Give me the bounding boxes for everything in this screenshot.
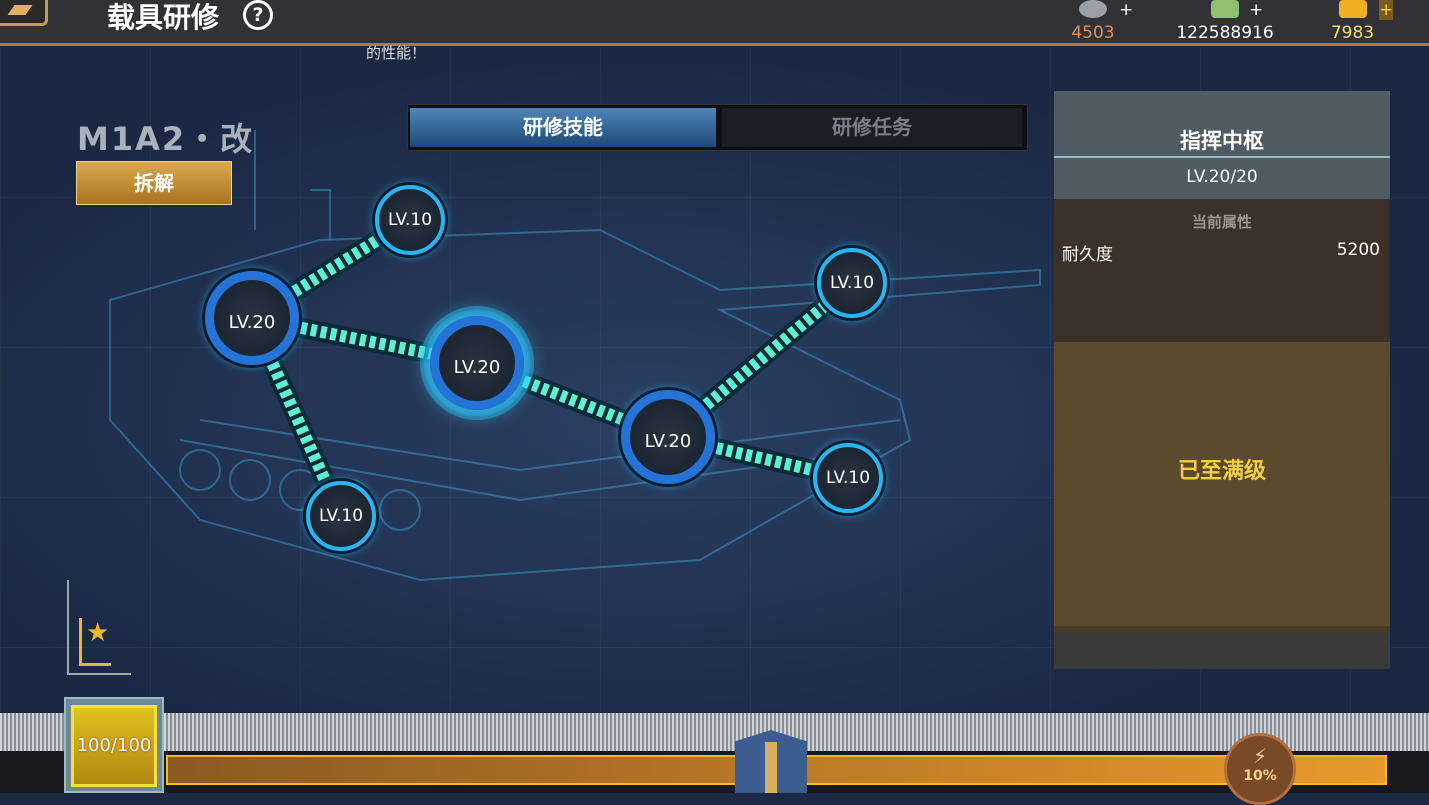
tab-training-tasks[interactable]: 研修任务 xyxy=(722,108,1022,147)
add-cash-button[interactable]: + xyxy=(1249,0,1264,20)
skill-level: LV.20/20 xyxy=(1186,167,1258,187)
skill-node[interactable]: LV.10 xyxy=(813,443,883,513)
gold-icon xyxy=(1338,0,1367,18)
cash-value: 122588916 xyxy=(1176,23,1274,43)
ticker-text: 的性能！ xyxy=(366,44,427,62)
lightning-icon: ⚡ xyxy=(1252,744,1268,768)
back-button[interactable] xyxy=(0,0,48,26)
tab-bar: 研修技能 研修任务 xyxy=(407,104,1028,151)
track-rail xyxy=(0,713,1429,751)
star-icon: ★ xyxy=(79,618,111,666)
top-bar: 载具研修 ? 4503 + 122588916 + 7983 + xyxy=(0,0,1429,46)
attributes-title: 当前属性 xyxy=(1191,213,1252,231)
skill-node[interactable]: LV.10 xyxy=(817,248,887,318)
vehicle-name: M1A2・改 xyxy=(77,120,255,158)
boost-badge[interactable]: ⚡10% xyxy=(1224,733,1296,805)
page-title: 载具研修 xyxy=(107,1,220,34)
skill-node-selected[interactable]: LV.20 xyxy=(430,316,524,410)
resource-silver: 4503 xyxy=(1068,0,1118,43)
skill-name: 指挥中枢 xyxy=(1054,91,1390,158)
skill-node[interactable]: LV.20 xyxy=(621,390,715,484)
dismantle-button[interactable]: 拆解 xyxy=(76,161,232,205)
skill-node[interactable]: LV.10 xyxy=(306,481,376,551)
silver-value: 4503 xyxy=(1071,23,1115,43)
add-silver-button[interactable]: + xyxy=(1119,0,1134,20)
resource-cash: 122588916 xyxy=(1170,0,1280,43)
gold-value: 7983 xyxy=(1330,23,1375,43)
add-gold-button[interactable]: + xyxy=(1379,0,1394,20)
skill-detail-panel: 指挥中枢 LV.20/20 当前属性 耐久度 5200 已至满级 xyxy=(1054,91,1390,669)
skill-node[interactable]: LV.10 xyxy=(375,185,445,255)
level-progress: 100/100 xyxy=(71,705,157,787)
tab-training-skills[interactable]: 研修技能 xyxy=(410,108,716,147)
attr-value: 5200 xyxy=(1336,240,1380,260)
rank-emblem-icon[interactable] xyxy=(735,730,807,793)
medal-icon xyxy=(1079,0,1107,18)
help-icon[interactable]: ? xyxy=(243,0,273,30)
skill-node[interactable]: LV.20 xyxy=(205,271,299,365)
attr-name: 耐久度 xyxy=(1062,245,1113,265)
max-level-status: 已至满级 xyxy=(1054,342,1390,632)
cash-icon xyxy=(1211,0,1239,18)
resource-gold: 7983 xyxy=(1325,0,1380,43)
boost-value: 10% xyxy=(1243,768,1277,784)
level-badge[interactable]: 100/100 xyxy=(64,697,164,793)
rank-indicator: ★ xyxy=(67,580,131,675)
